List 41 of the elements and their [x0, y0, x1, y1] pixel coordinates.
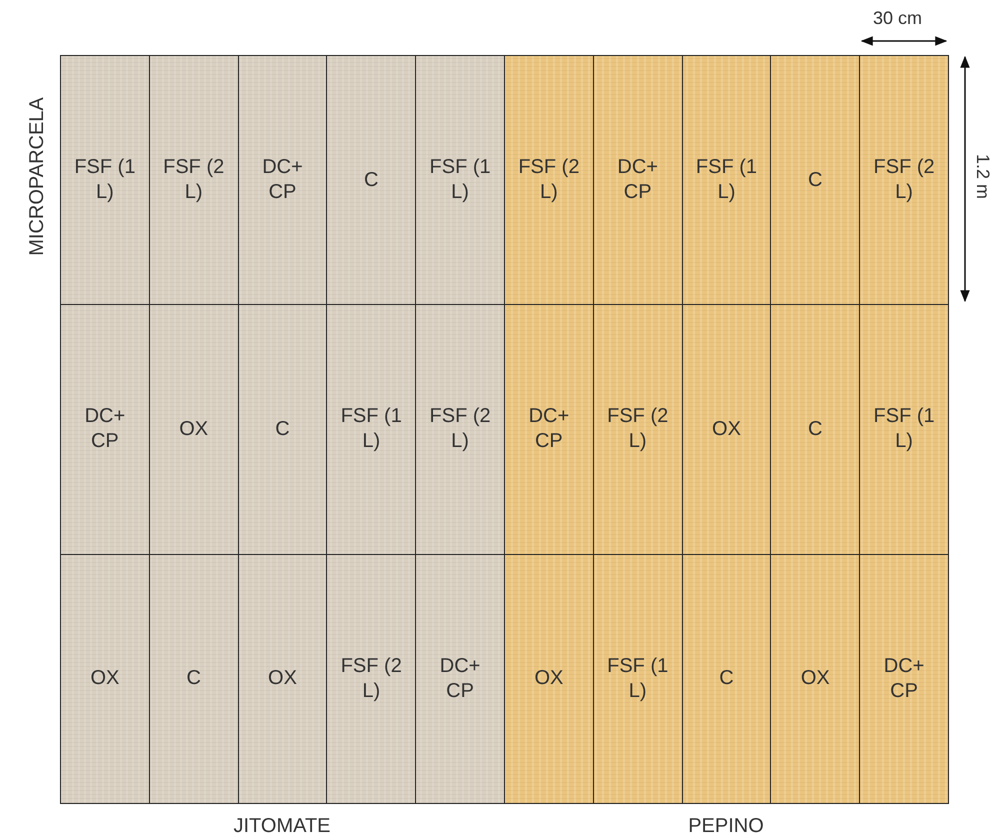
- treatment-label: FSF (1 L): [73, 155, 136, 206]
- microplot: [504, 55, 594, 306]
- treatment-label: DC+ CP: [882, 654, 926, 704]
- treatment-label: C: [807, 168, 824, 193]
- treatment-label: OX: [89, 666, 120, 692]
- microplot: [60, 554, 150, 804]
- treatment-label: FSF (2 L): [162, 155, 226, 206]
- dimension-label: 1.2 m: [972, 154, 994, 200]
- treatment-label: FSF (1 L): [340, 404, 403, 454]
- dimension-label: 30 cm: [873, 8, 922, 29]
- microplot: [859, 554, 949, 804]
- crop-label: JITOMATE: [232, 815, 332, 838]
- treatment-label: FSF (2 L): [606, 404, 670, 454]
- treatment-label: OX: [800, 666, 831, 692]
- crop-label: PEPINO: [687, 815, 765, 838]
- treatment-label: C: [185, 666, 202, 692]
- treatment-label: FSF (2 L): [428, 404, 492, 454]
- treatment-label: OX: [267, 666, 298, 692]
- microplot: [859, 55, 949, 306]
- treatment-label: C: [807, 416, 824, 442]
- axis-label: MICROPARCELA: [26, 97, 49, 256]
- treatment-label: C: [363, 168, 380, 193]
- treatment-label: DC+ CP: [616, 155, 659, 206]
- treatment-label: DC+ CP: [84, 404, 126, 454]
- treatment-label: DC+ CP: [261, 155, 304, 206]
- treatment-label: DC+ CP: [438, 654, 482, 704]
- treatment-label: OX: [533, 666, 564, 692]
- microplot: [504, 554, 594, 804]
- treatment-label: FSF (1 L): [428, 155, 492, 206]
- treatment-label: OX: [711, 416, 742, 442]
- treatment-label: FSF (1 L): [606, 654, 670, 704]
- treatment-label: FSF (2 L): [517, 155, 580, 206]
- treatment-label: FSF (1 L): [694, 155, 758, 206]
- treatment-label: OX: [178, 416, 210, 442]
- treatment-label: C: [274, 416, 291, 442]
- treatment-label: DC+ CP: [528, 404, 570, 454]
- treatment-label: FSF (2 L): [872, 155, 936, 206]
- treatment-label: FSF (1 L): [872, 404, 936, 454]
- treatment-label: FSF (2 L): [340, 654, 403, 704]
- microplot: [60, 55, 150, 306]
- treatment-label: C: [718, 666, 735, 692]
